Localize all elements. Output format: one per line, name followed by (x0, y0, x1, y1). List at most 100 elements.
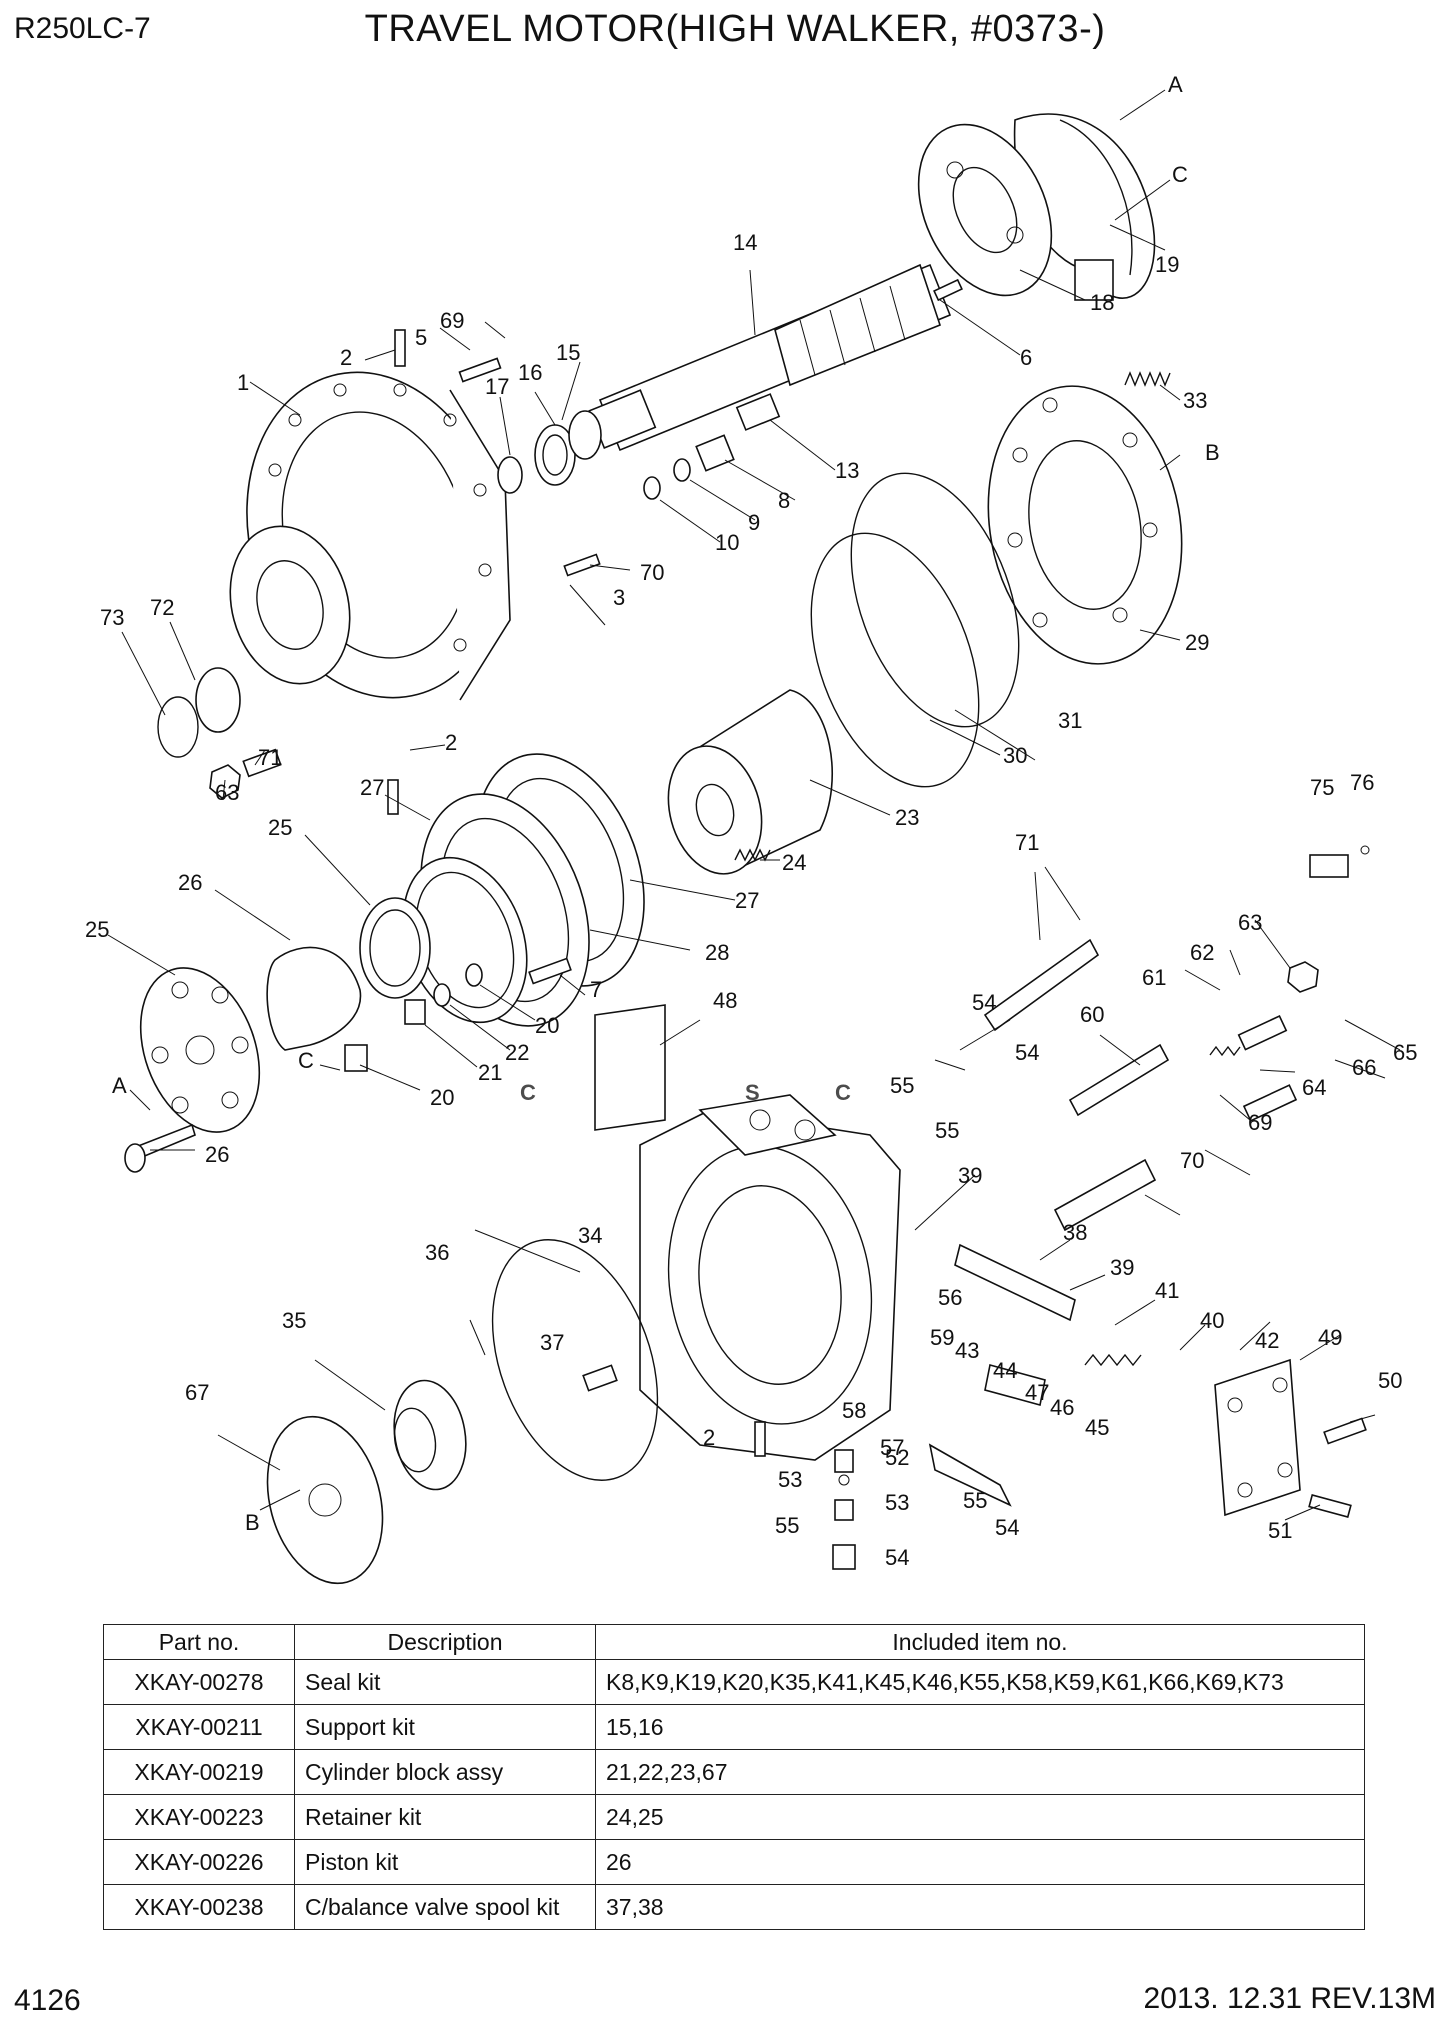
callout-1: 1 (237, 370, 249, 395)
description-cell: Retainer kit (294, 1794, 596, 1840)
description-cell: C/balance valve spool kit (294, 1884, 596, 1930)
callout-2c: 2 (703, 1425, 715, 1450)
part-cylinder-block-21 (667, 689, 833, 875)
callout-B-left: B (245, 1510, 260, 1535)
callout-7: 8 (778, 488, 790, 513)
watermark-letter: C (520, 1080, 536, 1105)
callout-27: 27 (735, 888, 759, 913)
model-label: R250LC-7 (14, 12, 151, 45)
part-54 (832, 1544, 856, 1570)
part-plate-47 (594, 1004, 666, 1131)
watermark: C G S C (520, 1080, 851, 1105)
callout-46: 47 (1025, 1380, 1049, 1405)
table-row: XKAY-00278 Seal kit K8,K9,K19,K20,K35,K4… (103, 1659, 1365, 1705)
description-cell: Cylinder block assy (294, 1749, 596, 1795)
part-oring-30 (850, 472, 1020, 728)
callout-42: 43 (955, 1338, 979, 1363)
part-plate-75 (1309, 854, 1349, 878)
part-18 (404, 999, 426, 1025)
exploded-parts-diagram: C G S C (85, 72, 1417, 1585)
part-51 (834, 1449, 854, 1473)
part-number-cell: XKAY-00223 (103, 1794, 295, 1840)
part-number-cell: XKAY-00278 (103, 1659, 295, 1705)
part-pin-4 (458, 357, 502, 383)
callout-68: 69 (1248, 1110, 1272, 1135)
callout-23: 25 (268, 815, 292, 840)
callout-50: 51 (1268, 1518, 1292, 1543)
part-number-cell: XKAY-00226 (103, 1839, 295, 1885)
part-ring-73 (195, 667, 241, 733)
page-title-text: TRAVEL MOTOR(HIGH WALKER, #0373-) (364, 8, 1106, 50)
callout-37: 38 (1063, 1220, 1087, 1245)
part-hub-body-1 (229, 371, 511, 701)
callout-6: 7 (590, 977, 602, 1002)
callout-52: 53 (778, 1467, 802, 1492)
part-spring-22 (734, 848, 771, 862)
part-plate-67 (266, 1415, 384, 1585)
callout-66: 66 (1352, 1055, 1376, 1080)
callout-24: 26 (178, 870, 202, 895)
callout-54c: 54 (885, 1545, 909, 1570)
part-flange-15 (917, 123, 1053, 297)
table-header-row: Part no. Description Included item no. (103, 1624, 1365, 1660)
callout-16: 19 (1155, 252, 1179, 277)
included-items-cell: K8,K9,K19,K20,K35,K41,K45,K46,K55,K58,K5… (595, 1659, 1365, 1705)
part-bolt-70 (1053, 1158, 1157, 1232)
part-spring-68 (1209, 1045, 1241, 1057)
description-cell: Seal kit (294, 1659, 596, 1705)
part-7 (695, 434, 735, 472)
included-items-cell: 26 (595, 1839, 1365, 1885)
callout-55b: 55 (935, 1118, 959, 1143)
watermark-letter: S (745, 1080, 760, 1105)
part-number-cell: XKAY-00219 (103, 1749, 295, 1795)
callout-25: 25 (85, 917, 109, 942)
callout-20: 20 (535, 1013, 559, 1038)
callout-38: 39 (958, 1163, 982, 1188)
part-oring-20 (465, 963, 483, 987)
callout-43: 44 (993, 1358, 1017, 1383)
revision-date: 2013. 12.31 REV.13M (1143, 1982, 1436, 2015)
callout-69b: 70 (640, 560, 664, 585)
callout-19: 22 (505, 1040, 529, 1065)
callout-57: 57 (880, 1435, 904, 1460)
callout-B-top: B (1205, 440, 1220, 465)
callout-3: 3 (613, 585, 625, 610)
part-nut-63b (1287, 961, 1319, 993)
part-oring-8 (673, 458, 691, 482)
part-spool-37 (954, 1243, 1076, 1322)
callout-65: 65 (1393, 1040, 1417, 1065)
callout-64: 64 (1302, 1075, 1326, 1100)
callout-53: 53 (885, 1490, 909, 1515)
part-53 (834, 1499, 854, 1521)
part-spring-40 (1084, 1353, 1142, 1367)
column-header: Part no. (103, 1624, 295, 1660)
part-pin-3 (563, 553, 601, 577)
callout-15: 18 (1090, 290, 1114, 315)
callout-59: 59 (930, 1325, 954, 1350)
callout-70: 70 (1180, 1148, 1204, 1173)
part-23 (359, 897, 431, 999)
callout-45: 46 (1050, 1395, 1074, 1420)
callout-35: 36 (425, 1240, 449, 1265)
page-number: 4126 (14, 1984, 81, 2017)
part-pin-6 (528, 957, 572, 985)
included-items-cell: 15,16 (595, 1704, 1365, 1750)
part-64 (1242, 1084, 1298, 1122)
callout-4: 5 (415, 325, 427, 350)
callout-41: 42 (1255, 1328, 1279, 1353)
callout-22: 24 (782, 850, 806, 875)
table-row: XKAY-00238 C/balance valve spool kit 37,… (103, 1884, 1365, 1930)
included-items-cell: 24,25 (595, 1794, 1365, 1840)
column-header: Included item no. (595, 1624, 1365, 1660)
callout-54d: 54 (995, 1515, 1019, 1540)
part-oring-31 (810, 532, 980, 788)
callout-12: 15 (556, 340, 580, 365)
included-items-cell: 37,38 (595, 1884, 1365, 1930)
callout-76: 76 (1350, 770, 1374, 795)
part-57 (928, 1443, 1012, 1507)
part-retainer-24 (266, 946, 362, 1051)
callout-8: 9 (748, 510, 760, 535)
callout-48: 49 (1318, 1325, 1342, 1350)
callout-31: 31 (1058, 708, 1082, 733)
callout-63: 63 (215, 780, 239, 805)
